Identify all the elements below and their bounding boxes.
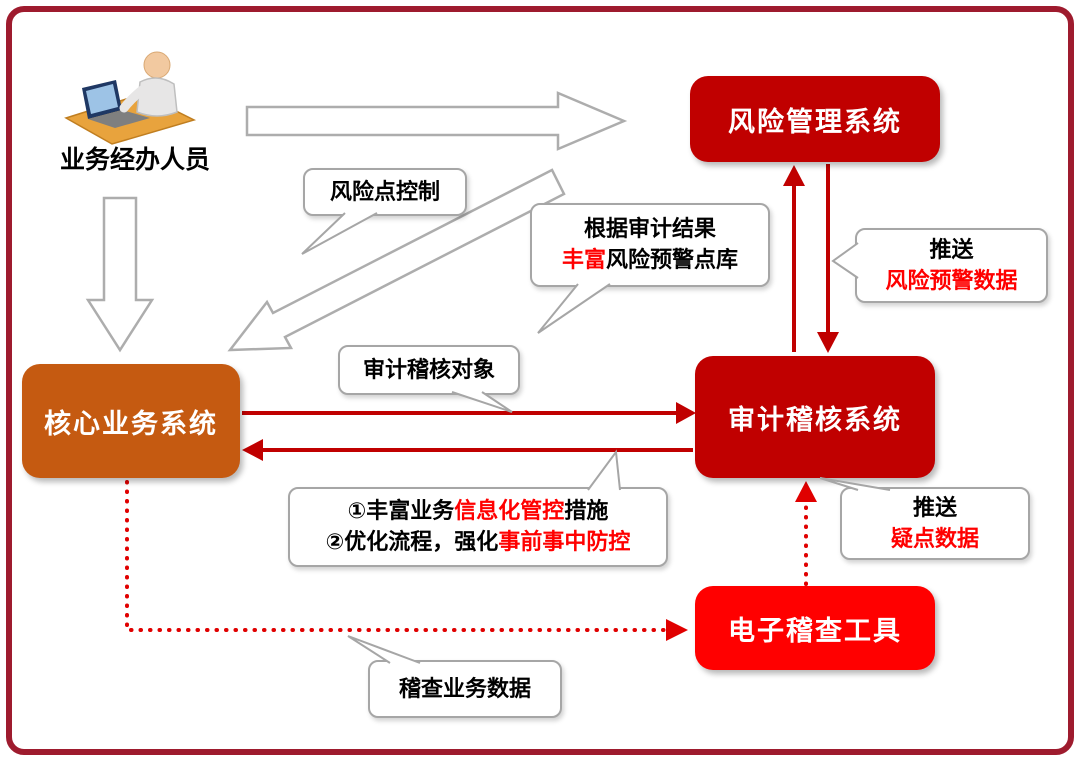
text-segment: ①丰富业务 [347,498,455,524]
callout-inspect-business-data: 稽查业务数据 [368,660,562,718]
node-label: 核心业务系统 [44,408,218,439]
text-segment: 信息化管控 [454,498,565,524]
callout-risk-point-control: 风险点控制 [303,168,467,216]
callout-push-risk-warning-data: 推送 风险预警数据 [855,228,1048,303]
callout-line: 风险点控制 [330,177,440,208]
arrow-audit-to-risk-up [783,165,805,352]
callout-improvement-measures: ①丰富业务信息化管控措施 ②优化流程，强化事前事中防控 [288,487,668,567]
arrow-operator-to-core [85,196,155,353]
callout-line: 稽查业务数据 [399,674,531,705]
callout-line: ①丰富业务信息化管控措施 [348,496,609,527]
text-segment: 措施 [564,498,609,524]
callout-line: 推送 [929,235,973,266]
callout-line: 疑点数据 [891,524,979,555]
callout-audit-result: 根据审计结果 丰富风险预警点库 [530,203,770,287]
text-segment: ②优化流程，强化 [325,529,499,554]
callout-line: 风险预警数据 [885,266,1017,297]
callout-line: 推送 [913,493,957,524]
node-electronic-inspection-tool: 电子稽查工具 [695,586,935,670]
node-label: 风险管理系统 [728,106,902,137]
text-segment: 疑点数据 [890,525,979,551]
worker-at-computer-icon [64,51,197,145]
text-segment: 根据审计结果 [583,216,716,242]
callout-line: 根据审计结果 [584,214,716,245]
arrow-core-to-audit [242,402,696,424]
callout-line: 审计稽核对象 [363,355,495,386]
text-segment: 风险预警数据 [885,267,1018,293]
text-segment: 审计稽核对象 [362,356,495,382]
actor-label: 业务经办人员 [59,146,210,174]
node-core-business-system: 核心业务系统 [22,364,240,478]
text-segment: 推送 [929,236,974,262]
arrow-audit-to-core [242,439,693,461]
text-segment: 稽查业务数据 [398,675,531,701]
dotted-arrow-etool-to-audit [795,481,817,586]
text-segment: 风险预警点库 [606,247,739,272]
node-label: 电子稽查工具 [728,615,902,646]
text-segment: 事前事中防控 [498,529,631,554]
arrow-risk-to-audit-down [817,164,839,353]
arrow-risk-control-to-core [227,168,566,352]
text-segment: 推送 [912,494,957,520]
node-risk-management-system: 风险管理系统 [690,76,940,162]
callout-audit-verification-object: 审计稽核对象 [338,345,520,395]
text-segment: 风险点控制 [329,178,440,204]
node-audit-verification-system: 审计稽核系统 [695,356,935,478]
dotted-arrow-core-to-etool [125,480,688,641]
node-label: 审计稽核系统 [728,404,902,435]
callout-line: ②优化流程，强化事前事中防控 [326,527,631,558]
callout-push-doubt-data: 推送 疑点数据 [840,487,1030,560]
text-segment: 丰富 [561,247,606,272]
arrow-operator-to-risk-mgmt [245,91,628,151]
callout-line: 丰富风险预警点库 [562,245,738,276]
